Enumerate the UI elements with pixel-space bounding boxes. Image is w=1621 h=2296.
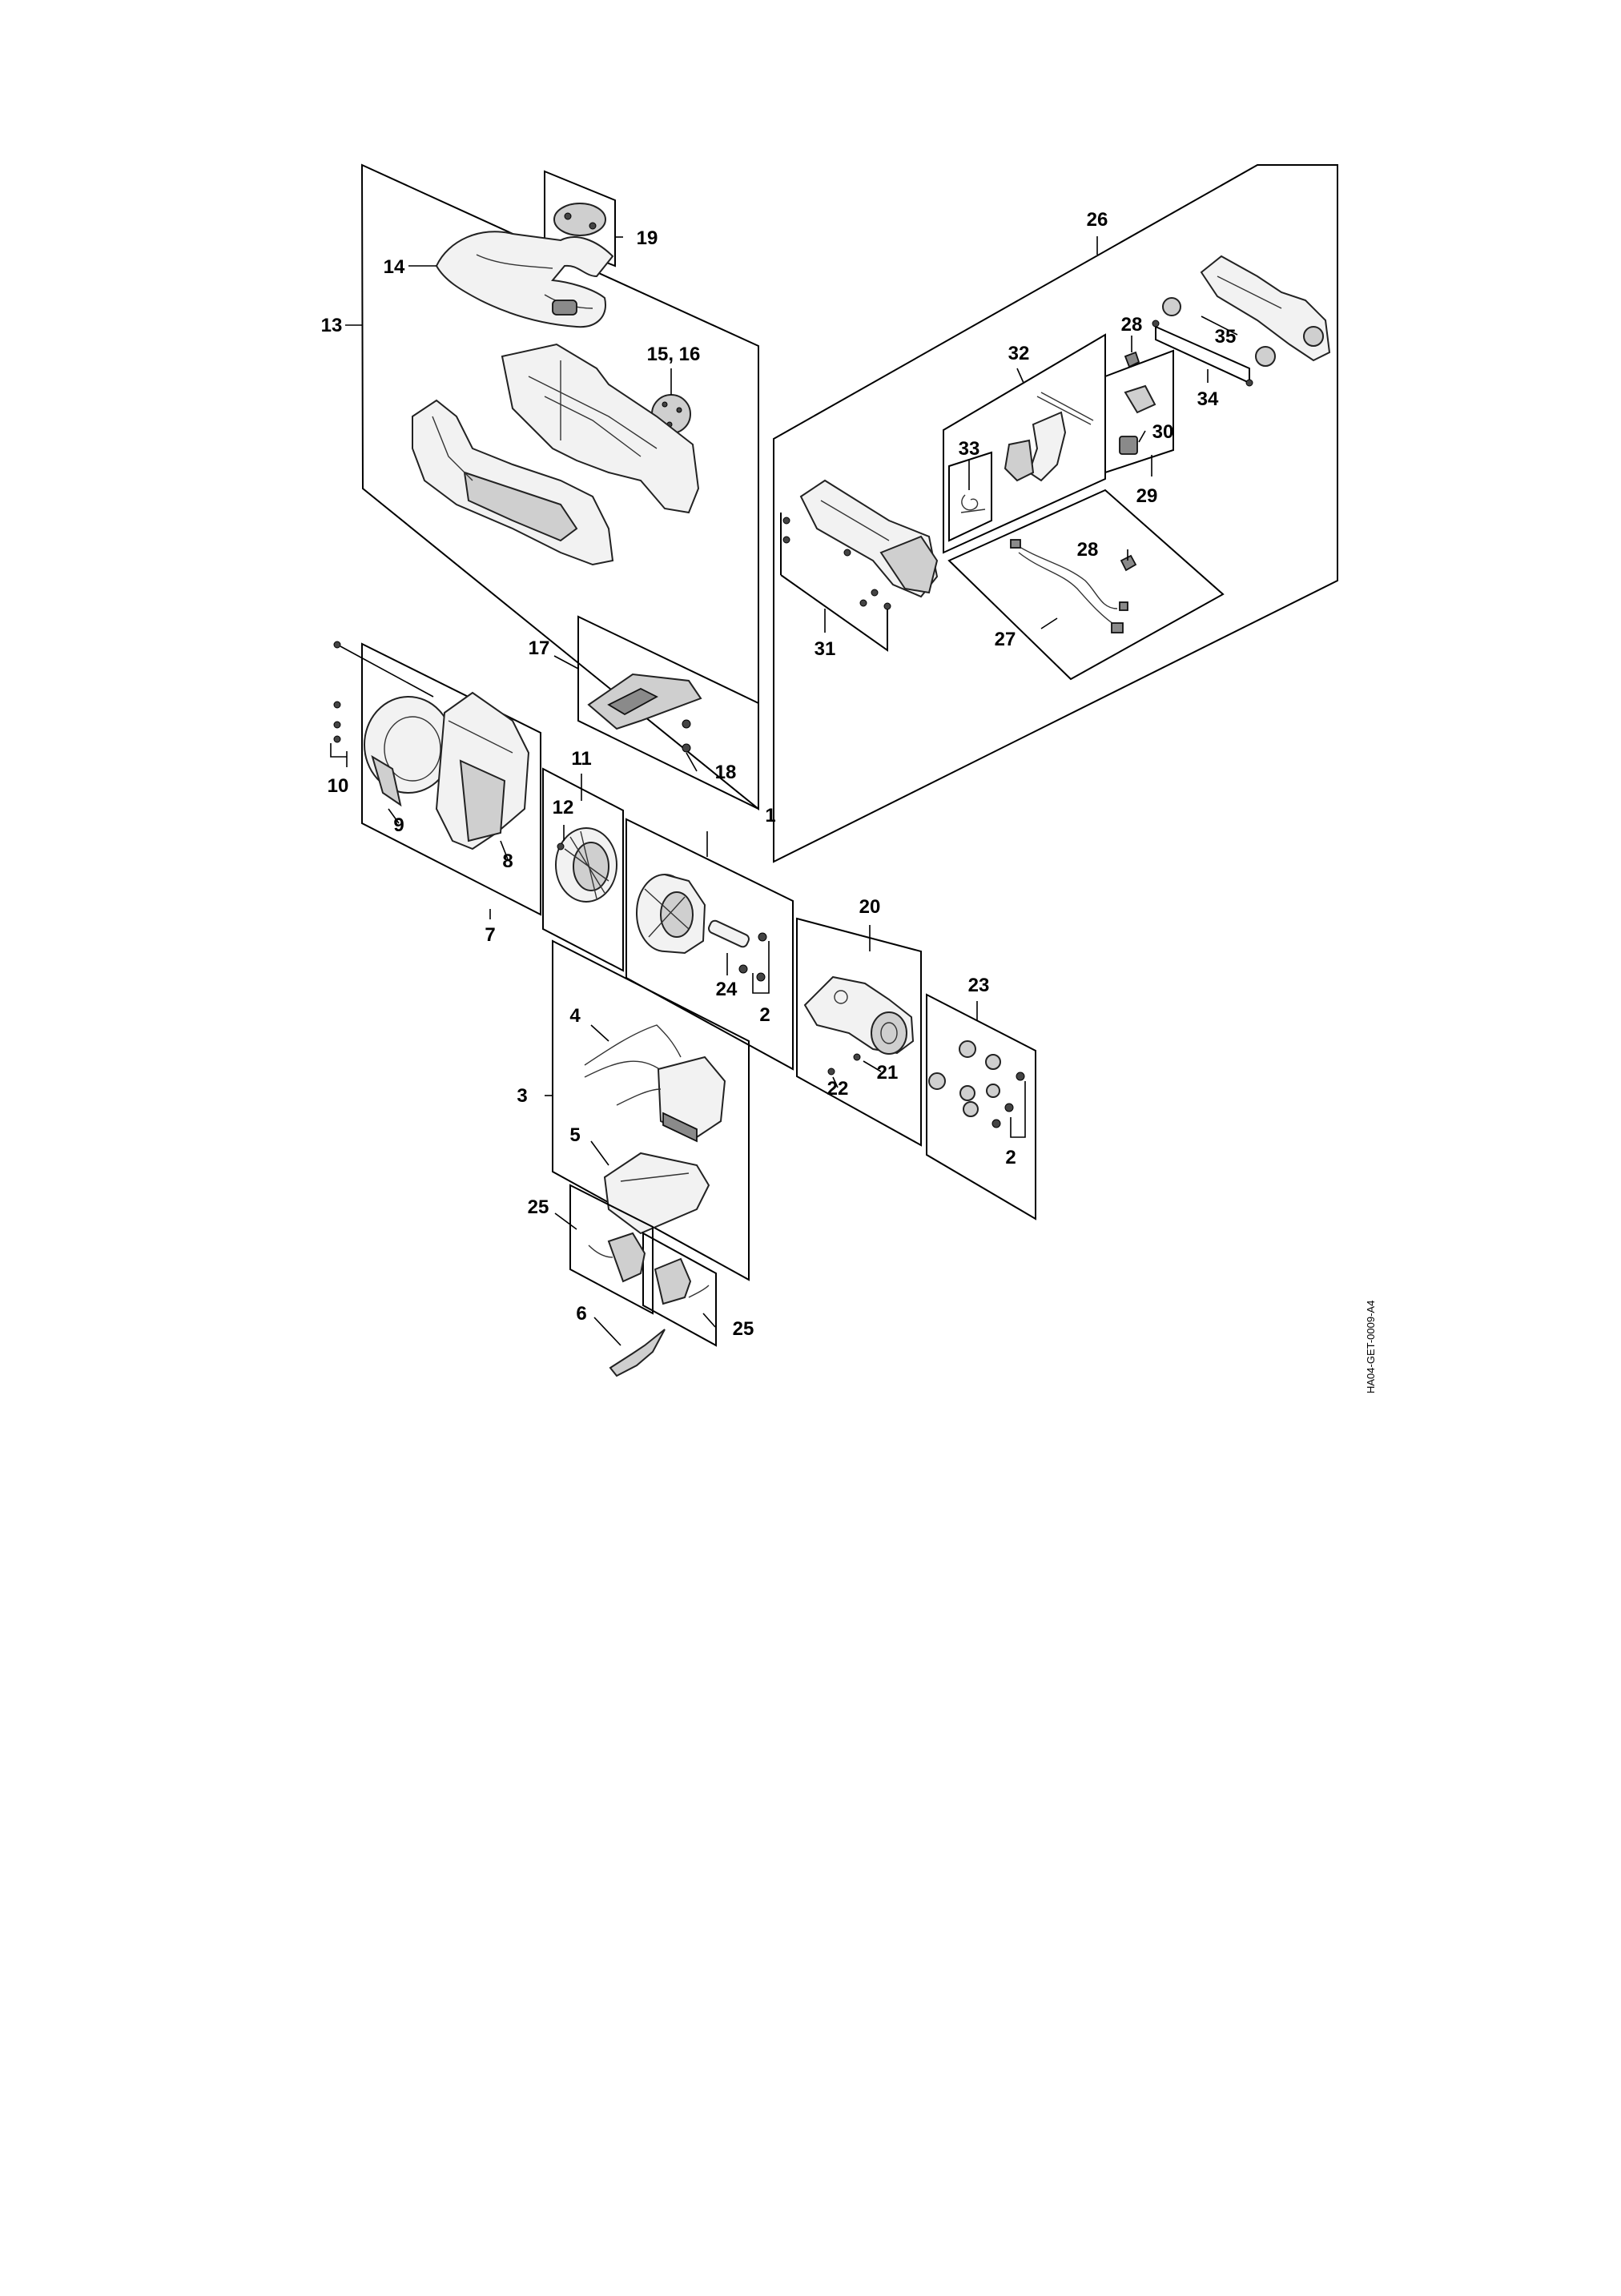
callout-33: 33 [959, 438, 980, 460]
part-19-frame [544, 170, 616, 267]
callout-13: 13 [321, 315, 343, 336]
group-11-fan-wheel [542, 767, 624, 972]
part-12-nut [557, 842, 565, 850]
part-32-frame [943, 333, 1106, 554]
part-25-frame-left [569, 1184, 654, 1315]
part-27-cable-harness [1010, 539, 1128, 633]
group-3-electronics [552, 939, 750, 1281]
part-30-cap [1124, 384, 1156, 414]
part-28-clip-lower [1120, 554, 1137, 572]
callout-11: 11 [571, 748, 591, 770]
group-13-housing [360, 163, 759, 811]
callout-24: 24 [716, 979, 738, 1000]
callout-labels: 1 2 2 2 3 4 5 6 7 8 9 10 11 12 13 14 15,… [321, 209, 1237, 1340]
part-28-clip-upper [1124, 351, 1140, 368]
part-6-clip [609, 1329, 666, 1377]
callout-25-left: 25 [528, 1196, 549, 1218]
part-4-controller [584, 1024, 726, 1143]
group-25-terminals [569, 1184, 717, 1347]
callout-21: 21 [877, 1062, 899, 1084]
part-1-motor [636, 874, 706, 955]
group-7-fan-housing [330, 641, 541, 916]
callout-22: 22 [827, 1078, 849, 1100]
part-30-switch [1119, 436, 1138, 455]
part-25-frame-right [642, 1232, 717, 1347]
group-17-battery-latch [577, 615, 759, 810]
callout-5: 5 [569, 1124, 580, 1146]
part-14-top-shell [435, 231, 614, 328]
callout-14: 14 [384, 256, 405, 278]
part-33-frame [948, 451, 992, 542]
part-24-shaft [708, 919, 750, 948]
part-5-controller-cover [603, 1152, 710, 1235]
callout-20: 20 [859, 896, 881, 918]
callout-32: 32 [1008, 343, 1030, 364]
part-31-frame [780, 574, 888, 652]
part-29-frame [1104, 349, 1174, 474]
part-8-fan-shroud [435, 691, 530, 850]
part-11-fan-wheel [555, 827, 617, 903]
callout-1: 1 [765, 805, 775, 826]
callout-26: 26 [1087, 209, 1108, 231]
callout-30: 30 [1152, 421, 1174, 443]
part-32-trigger-assembly [1004, 392, 1094, 482]
callout-15-16: 15, 16 [647, 344, 701, 365]
part-18-screw [682, 743, 691, 753]
part-31-handle-tube [782, 479, 939, 610]
callout-18: 18 [715, 762, 737, 783]
group-1-motor [625, 818, 794, 1071]
callout-9: 9 [393, 814, 404, 836]
callout-23: 23 [968, 975, 990, 996]
part-19-cover-plate [553, 203, 606, 236]
callout-34: 34 [1197, 388, 1219, 410]
callout-8: 8 [502, 850, 513, 872]
leader-lines [345, 236, 1238, 1346]
group-26-handle [773, 164, 1338, 863]
callout-6: 6 [576, 1303, 586, 1325]
callout-29: 29 [1136, 485, 1158, 507]
callout-17: 17 [529, 637, 550, 659]
callout-31: 31 [815, 638, 836, 660]
callout-28-upper: 28 [1121, 314, 1143, 336]
part-13-housing-shells [412, 343, 700, 566]
callout-10: 10 [328, 775, 349, 797]
part-35-handle-body [1152, 255, 1331, 387]
part-27-frame [947, 489, 1225, 681]
callout-27: 27 [995, 629, 1016, 650]
callout-25-right: 25 [733, 1318, 754, 1340]
callout-4: 4 [569, 1005, 581, 1027]
group-23-bearing-kit [926, 993, 1036, 1220]
callout-28-lower: 28 [1077, 539, 1099, 561]
callout-12: 12 [553, 797, 574, 818]
callout-2-motor: 2 [759, 1004, 770, 1026]
callout-35: 35 [1215, 326, 1237, 348]
group-20-gear-head [796, 917, 922, 1147]
callout-19: 19 [637, 227, 658, 249]
part-20-gear-housing [803, 975, 915, 1055]
diagram-reference-code: HA04-GET-0009-A4 [1365, 1301, 1377, 1393]
callout-3: 3 [517, 1085, 527, 1107]
callout-2-bearing: 2 [1005, 1147, 1016, 1168]
callout-7: 7 [485, 924, 495, 946]
part-9-fan-cover [364, 696, 453, 807]
